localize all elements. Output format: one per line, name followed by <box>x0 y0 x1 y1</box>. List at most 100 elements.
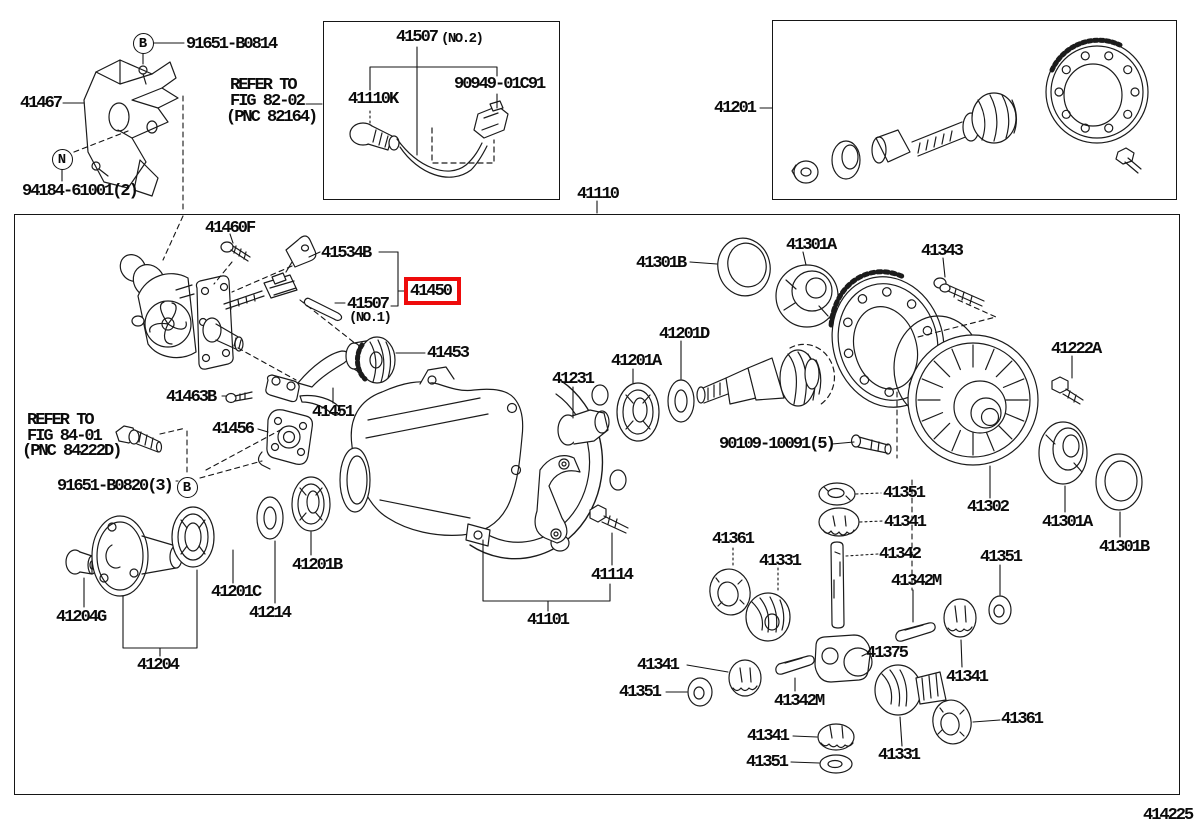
part-label-41301B-top[interactable]: 41301B <box>636 254 687 273</box>
part-side-gear-41341-right <box>943 598 977 638</box>
part-shaft-41342 <box>830 541 845 629</box>
part-label-41507-no2[interactable]: 41507 <box>396 28 439 47</box>
part-drive-pinion <box>696 343 836 407</box>
highlighted-part-number: 41450 <box>410 281 453 301</box>
part-label-41201D[interactable]: 41201D <box>659 325 710 344</box>
part-label-41201A-mid[interactable]: 41201A <box>611 352 662 371</box>
part-label-90949-01C91[interactable]: 90949-01C91 <box>454 75 546 94</box>
part-thrust-washer-41361-br <box>932 699 972 745</box>
part-label-41231[interactable]: 41231 <box>552 370 595 389</box>
part-label-41110K[interactable]: 41110K <box>348 90 399 109</box>
part-actuator-plate <box>195 275 244 370</box>
part-breather-bracket-41467 <box>83 59 179 197</box>
circled-letter-B-0[interactable]: B <box>132 32 154 54</box>
part-label-41361-left[interactable]: 41361 <box>712 530 755 549</box>
part-label-41351-r1[interactable]: 41351 <box>883 484 926 503</box>
part-label-41214[interactable]: 41214 <box>249 604 292 623</box>
circled-letter-N-1[interactable]: N <box>51 148 73 170</box>
part-label-94184-61001[interactable]: 94184-61001(2) <box>22 182 139 201</box>
part-washer-41351-bl <box>687 677 713 707</box>
part-label-41460F[interactable]: 41460F <box>205 219 256 238</box>
part-shift-fork-41451 <box>265 350 350 416</box>
part-bolt-41343 <box>933 277 985 307</box>
part-label-41342M-bottom[interactable]: 41342M <box>774 692 825 711</box>
part-label-41301B-right[interactable]: 41301B <box>1099 538 1150 557</box>
part-coupling-41456 <box>257 409 313 470</box>
part-pinion-gear-41331-br <box>874 664 947 716</box>
part-label-41114[interactable]: 41114 <box>591 566 634 585</box>
part-label-41341-bc[interactable]: 41341 <box>747 727 790 746</box>
ring-gear-bolt-holes <box>1054 51 1140 133</box>
part-label-41507-no1-sub: (NO.1) <box>349 310 392 326</box>
part-label-41351-bl[interactable]: 41351 <box>619 683 662 702</box>
part-label-41222A[interactable]: 41222A <box>1051 340 1102 359</box>
part-label-41463B[interactable]: 41463B <box>166 388 217 407</box>
part-label-41110[interactable]: 41110 <box>577 185 620 204</box>
part-label-41331-br[interactable]: 41331 <box>878 746 921 765</box>
part-label-41341-right[interactable]: 41341 <box>946 668 989 687</box>
part-washer-41214 <box>256 496 284 540</box>
part-label-41351-bc[interactable]: 41351 <box>746 753 789 772</box>
part-clutch-gear-41453 <box>345 336 396 384</box>
part-stud-90109 <box>850 434 892 455</box>
part-bolt-41463B <box>225 391 253 404</box>
part-label-90109-10091[interactable]: 90109-10091(5) <box>719 435 836 454</box>
part-label-41342[interactable]: 41342 <box>879 545 922 564</box>
part-label-41507-no1[interactable]: 41507 <box>347 295 390 314</box>
part-label-41342M-right[interactable]: 41342M <box>891 572 942 591</box>
figure-code: 414225 <box>1143 806 1194 825</box>
part-spacer-41231 <box>557 409 610 446</box>
part-carrier-housing-41101 <box>339 366 627 560</box>
part-label-41351-right[interactable]: 41351 <box>980 548 1023 567</box>
part-ring-41301B-right <box>1095 453 1143 511</box>
part-label-refer-8202-2: FIG 82-02 <box>230 92 306 111</box>
part-bolt-41460F <box>220 241 251 262</box>
part-washer-41351-r1 <box>818 482 856 506</box>
part-label-91651-B0814[interactable]: 91651-B0814 <box>186 35 278 54</box>
part-label-41341-r1[interactable]: 41341 <box>884 513 927 532</box>
part-label-41456[interactable]: 41456 <box>212 420 255 439</box>
highlighted-part-callout[interactable]: 41450 <box>404 277 461 305</box>
part-label-refer-8401-2: FIG 84-01 <box>27 427 103 446</box>
part-label-41301A-right[interactable]: 41301A <box>1042 513 1093 532</box>
part-plug-refer-8401 <box>115 425 163 453</box>
part-actuator-motor <box>119 254 197 359</box>
part-bearing-41201C <box>171 506 215 568</box>
part-washer-41201D <box>667 379 695 423</box>
part-label-41302[interactable]: 41302 <box>967 498 1010 517</box>
part-label-41201B[interactable]: 41201B <box>292 556 343 575</box>
part-label-41451[interactable]: 41451 <box>312 403 355 422</box>
circled-letter-B-2[interactable]: B <box>176 476 198 498</box>
part-label-refer-8401-3: (PNC 84222D) <box>22 442 122 461</box>
part-label-41301A-top[interactable]: 41301A <box>786 236 837 255</box>
part-bearing-cap-41114 <box>534 455 629 544</box>
part-label-41201[interactable]: 41201 <box>714 99 757 118</box>
part-label-41341-bl[interactable]: 41341 <box>637 656 680 675</box>
part-bearing-41201A <box>616 382 660 442</box>
part-label-41534B[interactable]: 41534B <box>321 244 372 263</box>
part-label-41343[interactable]: 41343 <box>921 242 964 261</box>
part-thrust-washer-41361-left <box>709 568 751 616</box>
part-pin-41342M-right <box>895 622 936 642</box>
part-label-41201C[interactable]: 41201C <box>211 583 262 602</box>
part-label-41204G[interactable]: 41204G <box>56 608 107 627</box>
part-label-refer-8202-3: (PNC 82164) <box>226 108 318 127</box>
leader-lines <box>61 42 1121 764</box>
part-label-41101[interactable]: 41101 <box>527 611 570 630</box>
part-bearing-41301A-top <box>775 264 839 328</box>
part-label-41467[interactable]: 41467 <box>20 94 63 113</box>
part-label-41204[interactable]: 41204 <box>137 656 180 675</box>
part-label-91651-B0820[interactable]: 91651-B0820(3) <box>57 477 174 496</box>
part-pin-41342M-bottom <box>775 655 815 675</box>
part-label-refer-8202-1: REFER TO <box>230 76 298 95</box>
part-washer-41351-right <box>988 595 1012 625</box>
part-diff-case-41302 <box>893 315 1039 466</box>
part-label-41331-left[interactable]: 41331 <box>759 552 802 571</box>
part-bearing-41301A-right <box>1038 421 1088 485</box>
part-label-41361-br[interactable]: 41361 <box>1001 710 1044 729</box>
part-bolt-41222A <box>1051 376 1084 405</box>
part-label-41453[interactable]: 41453 <box>427 344 470 363</box>
part-washer-41351-bc <box>819 754 853 774</box>
part-label-41375[interactable]: 41375 <box>866 644 909 663</box>
